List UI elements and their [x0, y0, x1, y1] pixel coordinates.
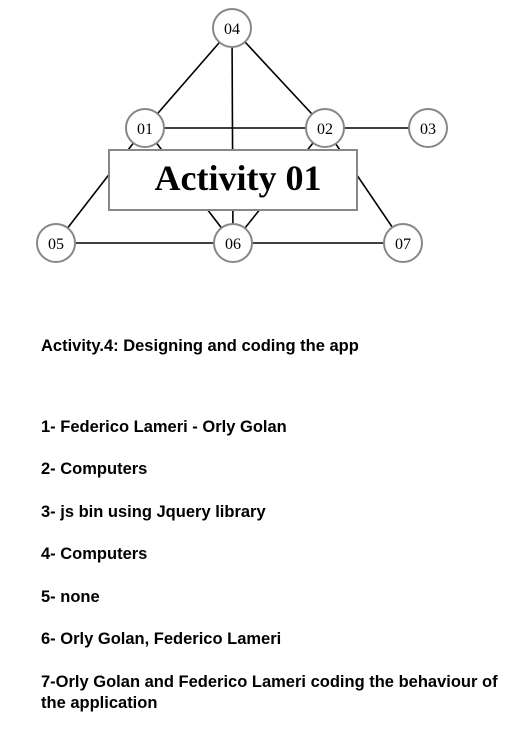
- node-02: 02: [305, 108, 345, 148]
- node-circle: [125, 108, 165, 148]
- list-item: 1- Federico Lameri - Orly Golan: [41, 418, 287, 436]
- list-item: 4- Computers: [41, 545, 148, 563]
- node-label: 03: [420, 121, 436, 138]
- node-circle: [212, 8, 252, 48]
- diagram-edges: [55, 27, 428, 244]
- node-label: 06: [225, 236, 241, 253]
- node-label: 01: [137, 121, 153, 138]
- edge-04-02: [231, 27, 326, 129]
- node-label: 02: [317, 121, 333, 138]
- activity-title-box: Activity 01: [108, 149, 358, 211]
- activity-heading: Activity.4: Designing and coding the app: [41, 337, 359, 355]
- node-label: 07: [395, 236, 411, 253]
- node-label: 05: [48, 236, 64, 253]
- list-item: 2- Computers: [41, 460, 148, 478]
- diagram-nodes: 04 01 02 03 05 06 07: [36, 8, 448, 263]
- edge-01-05: [55, 127, 146, 244]
- node-05: 05: [36, 223, 76, 263]
- node-06: 06: [213, 223, 253, 263]
- node-01: 01: [125, 108, 165, 148]
- list-item: 3- js bin using Jquery library: [41, 503, 266, 521]
- node-circle: [36, 223, 76, 263]
- edge-02-07: [324, 127, 404, 244]
- node-label: 04: [224, 21, 240, 38]
- node-circle: [305, 108, 345, 148]
- node-circle: [408, 108, 448, 148]
- list-item: 6- Orly Golan, Federico Lameri: [41, 630, 282, 648]
- list-item: 5- none: [41, 588, 100, 606]
- node-circle: [213, 223, 253, 263]
- node-07: 07: [383, 223, 423, 263]
- list-item: 7-Orly Golan and Federico Lameri coding …: [41, 673, 498, 712]
- edge-04-01: [144, 27, 233, 129]
- node-04: 04: [212, 8, 252, 48]
- activity-network-diagram: 04 01 02 03 05 06 07 Activity 01: [36, 8, 448, 263]
- node-03: 03: [408, 108, 448, 148]
- node-circle: [383, 223, 423, 263]
- activity-title: Activity 01: [155, 158, 322, 198]
